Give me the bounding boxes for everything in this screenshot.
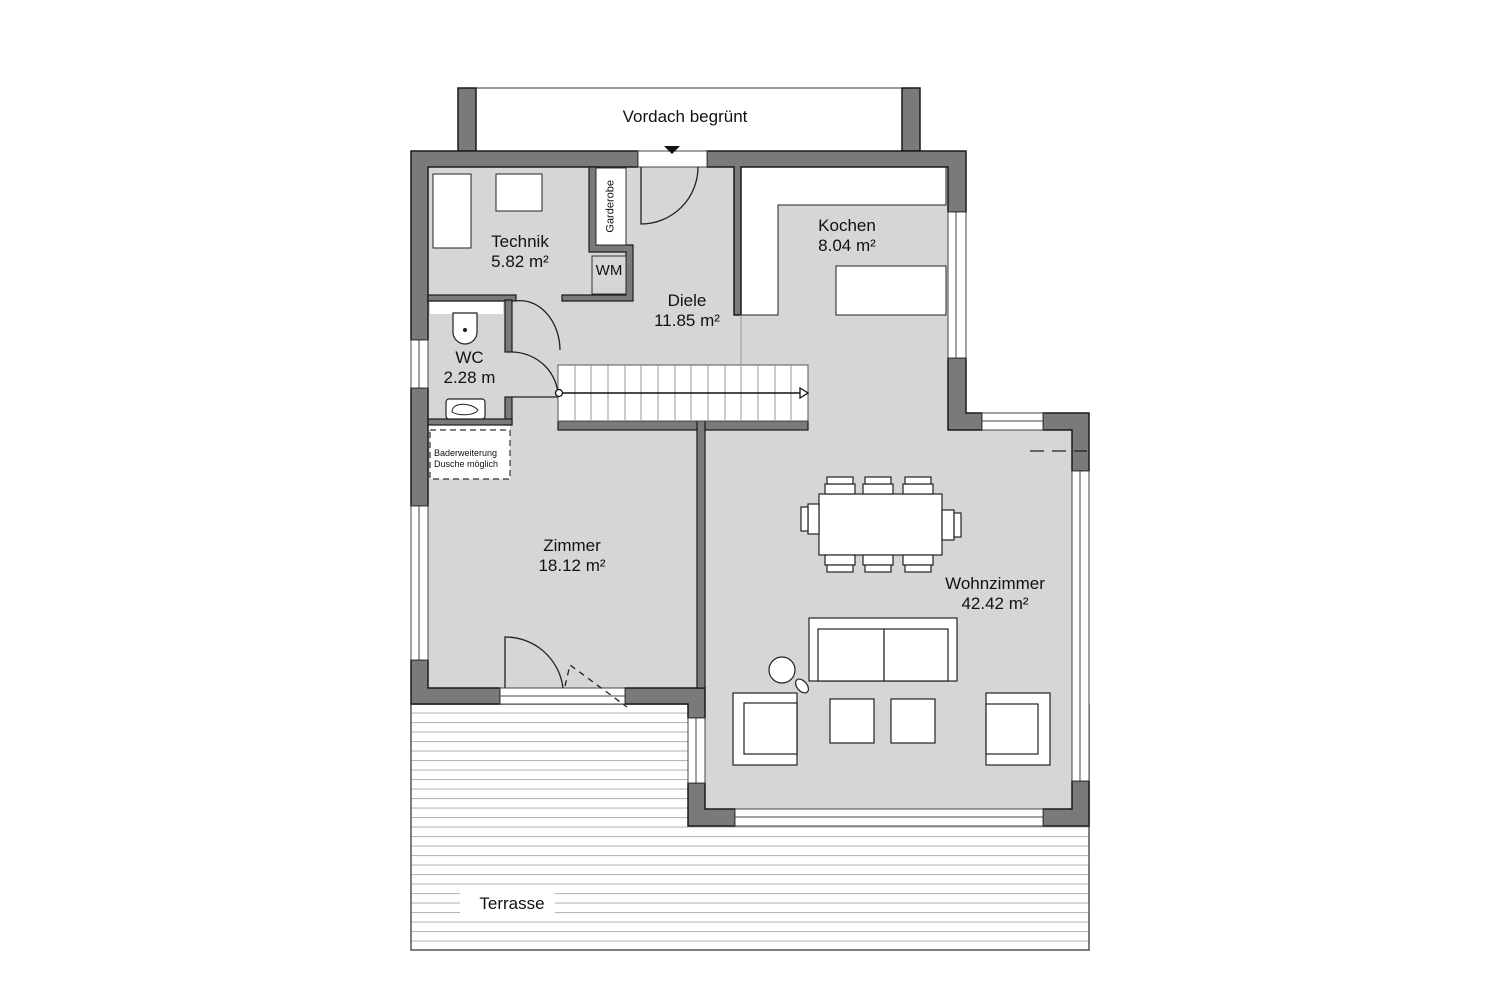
porch-vordach [457,87,921,152]
bath-extension-line2: Dusche möglich [434,459,499,470]
door-swings [504,166,1087,708]
terrace-label: Terrasse [479,894,545,913]
room-wohnzimmer: Wohnzimmer 42.42 m² [930,574,1060,613]
wc-fixtures [430,302,503,420]
room-area: 11.85 m² [654,310,720,330]
dining-set [800,476,962,573]
room-diele: Diele 11.85 m² [637,291,737,330]
room-name: Wohnzimmer [945,574,1045,593]
room-area: 18.12 m² [538,555,606,575]
room-area: 42.42 m² [961,593,1029,613]
room-name: Zimmer [543,536,601,555]
kitchen-counter [740,166,947,316]
room-kochen: Kochen 8.04 m² [797,216,897,255]
room-zimmer: Zimmer 18.12 m² [522,536,622,575]
room-wc: WC 2.28 m [432,348,507,387]
windows [410,150,1090,827]
bath-extension-label: Baderweiterung Dusche möglich [434,448,498,471]
room-area: 5.82 m² [491,251,549,271]
stair-direction-arrow-icon [799,386,810,400]
staircase [554,315,810,422]
room-technik: Technik 5.82 m² [470,232,570,271]
garderobe-wm [591,167,627,295]
room-name: WC [455,348,484,367]
bath-extension-area [429,429,511,480]
bath-extension-line1: Baderweiterung [434,448,498,458]
technik-equipment [432,173,543,249]
living-furniture [732,617,1051,766]
room-name: Diele [667,291,707,310]
porch-label: Vordach begrünt [622,107,748,126]
room-area: 8.04 m² [818,235,876,255]
room-name: Kochen [818,216,876,235]
wm-label: WM [595,262,623,279]
room-name: Technik [491,232,549,251]
garderobe-label: Garderobe [604,180,617,233]
room-area: 2.28 m [443,367,496,387]
walls [410,150,1090,827]
entrance-arrow-icon [664,146,680,154]
